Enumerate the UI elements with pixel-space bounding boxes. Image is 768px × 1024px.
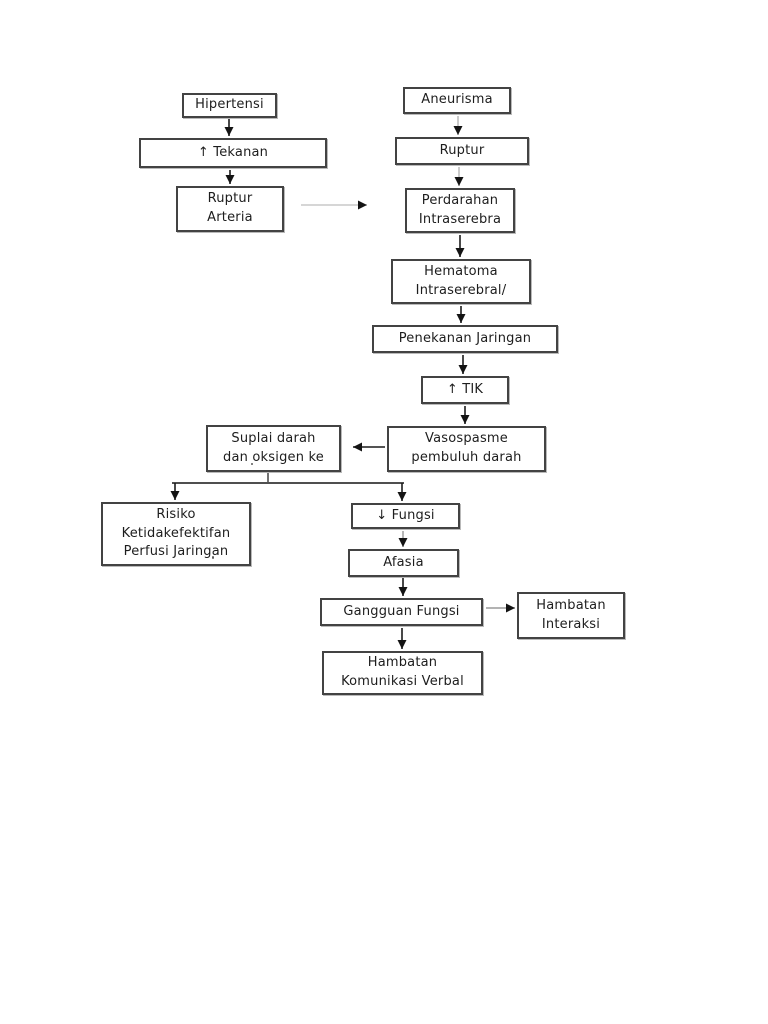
node-afasia: Afasia (348, 549, 459, 577)
node-perdarahan-intraserebra: Perdarahan Intraserebra (405, 188, 515, 233)
node-gangguan-fungsi-label: Gangguan Fungsi (343, 603, 460, 619)
node-penekanan-jaringan-label: Penekanan Jaringan (398, 330, 532, 346)
node-tik-meningkat: ↑ TIK (421, 376, 509, 404)
node-hambatan-komunikasi-verbal-label: Hambatan Komunikasi Verbal (341, 655, 464, 689)
node-tik-meningkat-label: ↑ TIK (446, 381, 484, 397)
node-ruptur-arteria: Ruptur Arteria (176, 186, 284, 232)
node-fungsi-menurun: ↓ Fungsi (351, 503, 460, 529)
node-ruptur: Ruptur (395, 137, 529, 165)
node-perdarahan-intraserebra-label: Perdarahan Intraserebra (418, 192, 502, 227)
stray-mark (251, 463, 253, 465)
node-hambatan-komunikasi-verbal: Hambatan Komunikasi Verbal (322, 651, 483, 695)
node-fungsi-menurun-label: ↓ Fungsi (376, 507, 435, 523)
node-hipertensi: Hipertensi (182, 93, 277, 118)
node-aneurisma: Aneurisma (403, 87, 511, 114)
node-afasia-label: Afasia (383, 554, 424, 570)
node-hambatan-interaksi-label: Hambatan Interaksi (536, 597, 606, 632)
node-suplai-darah: Suplai darah dan oksigen ke (206, 425, 341, 472)
node-suplai-darah-label: Suplai darah dan oksigen ke (223, 430, 324, 465)
node-hipertensi-label: Hipertensi (195, 97, 264, 113)
node-risiko-perfusi-label: Risiko Ketidakefektifan Perfusi Jaringan (121, 506, 231, 560)
node-tekanan-meningkat-label: ↑ Tekanan (197, 144, 269, 160)
node-hematoma-intraserebral: Hematoma Intraserebral/ (391, 259, 531, 304)
node-hambatan-interaksi: Hambatan Interaksi (517, 592, 625, 639)
node-tekanan-meningkat: ↑ Tekanan (139, 138, 327, 168)
node-hematoma-intraserebral-label: Hematoma Intraserebral/ (415, 263, 507, 298)
node-ruptur-label: Ruptur (439, 142, 485, 158)
node-gangguan-fungsi: Gangguan Fungsi (320, 598, 483, 626)
node-risiko-perfusi: Risiko Ketidakefektifan Perfusi Jaringan (101, 502, 251, 566)
node-ruptur-arteria-label: Ruptur Arteria (207, 191, 253, 225)
stray-mark (212, 556, 214, 559)
node-penekanan-jaringan: Penekanan Jaringan (372, 325, 558, 353)
node-aneurisma-label: Aneurisma (421, 92, 493, 108)
node-vasospasme-label: Vasospasme pembuluh darah (411, 431, 522, 465)
node-vasospasme: Vasospasme pembuluh darah (387, 426, 546, 472)
